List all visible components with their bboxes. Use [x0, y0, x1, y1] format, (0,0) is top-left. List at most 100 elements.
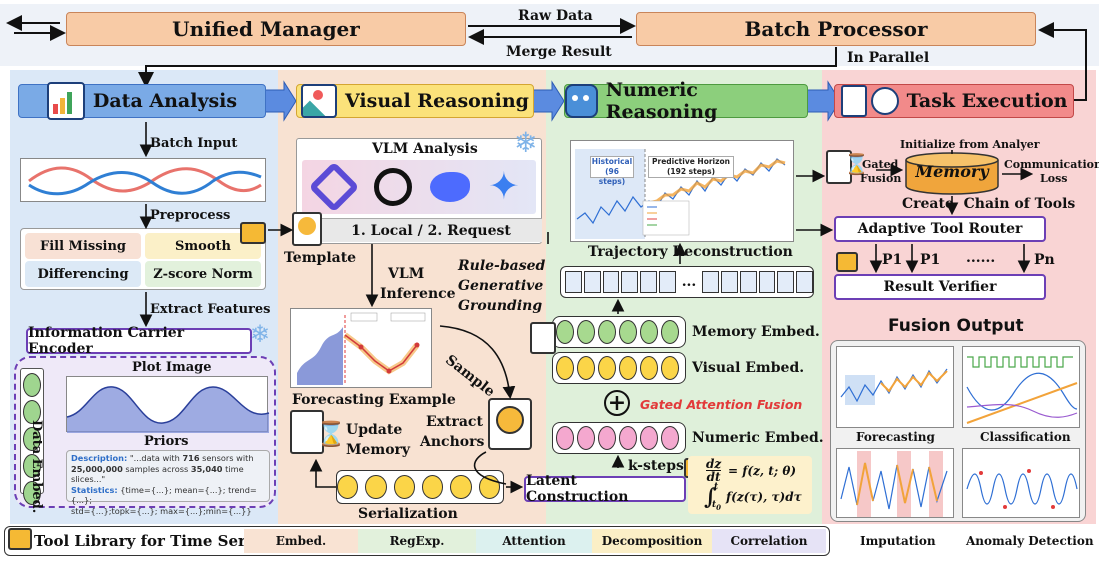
historical-steps: (96 steps)	[598, 167, 626, 186]
eq-integral-body: f(z(τ), τ)dτ	[726, 490, 802, 504]
tool-attention: Attention	[476, 529, 592, 553]
fill-missing-chip: Fill Missing	[25, 233, 141, 259]
tool-library-title: Tool Library for Time Series	[34, 532, 270, 550]
trajectory-label: Trajectory Reconstruction	[588, 244, 793, 260]
extract-features-label: Extract Features	[150, 302, 271, 317]
anchor-extractor-icon	[488, 398, 532, 450]
assistant-icon	[870, 87, 899, 115]
openai-logo-icon	[374, 168, 412, 206]
adaptive-tool-router-box: Adaptive Tool Router	[834, 216, 1046, 242]
description-key: Description:	[71, 453, 128, 463]
in-parallel-label: In Parallel	[847, 50, 930, 66]
result-verifier-box: Result Verifier	[834, 274, 1046, 300]
memory-embed-label: Memory Embed.	[692, 324, 820, 340]
raw-data-label: Raw Data	[518, 8, 593, 24]
memory-embed-row	[552, 316, 686, 348]
tool-regexp: RegExp.	[358, 529, 476, 553]
data-analysis-icon	[46, 82, 85, 120]
vlm-inference-label-1: VLM	[388, 266, 425, 282]
eq-integral-lower: t0	[712, 500, 721, 512]
vlm-inference-label-2: Inference	[380, 286, 456, 302]
gated-attention-fusion-label: Gated Attention Fusion	[640, 397, 803, 412]
extract-anchors-label-2: Anchors	[420, 434, 485, 450]
token-row: ...	[560, 266, 814, 298]
plot-image-thumb	[66, 376, 270, 433]
latent-construction-box: Latent Construction	[524, 473, 686, 505]
comm-loss-label-2: Loss	[1040, 172, 1068, 185]
serialization-bar	[336, 470, 504, 504]
token-ellipsis: ...	[681, 274, 697, 290]
unified-manager-box: Unified Manager	[66, 12, 466, 46]
checklist-icon	[840, 85, 867, 117]
encoder-box: Information Carrier Encoder	[26, 325, 252, 357]
eq-integral-upper: t	[714, 482, 719, 492]
create-chain-label: Create Chain of Tools	[902, 196, 1076, 212]
statistics-key: Statistics:	[71, 484, 118, 495]
picture-icon	[301, 84, 337, 118]
stage-numeric-reasoning: Numeric Reasoning	[564, 79, 808, 123]
batch-processor-box: Batch Processor	[636, 12, 1036, 46]
anomaly-detection-label: Anomaly Detection	[966, 534, 1094, 548]
numeric-embed-row	[552, 422, 686, 454]
serialization-label: Serialization	[358, 506, 458, 522]
merge-result-label: Merge Result	[506, 44, 612, 60]
local-request-bar: 1. Local / 2. Request	[320, 218, 542, 242]
database-icon	[290, 410, 324, 454]
extract-anchors-label-1: Extract	[426, 414, 483, 430]
forecasting-example-label: Forecasting Example	[292, 392, 456, 408]
historical-title: Historical	[591, 157, 633, 166]
tool-embed: Embed.	[244, 529, 358, 553]
numeric-embed-label: Numeric Embed.	[692, 430, 824, 446]
stage-task-execution: Task Execution	[834, 84, 1074, 118]
priors-box: Description: "...data with 716 sensors w…	[66, 450, 270, 516]
stage-visual-reasoning: Visual Reasoning	[296, 84, 534, 118]
path-p1-label-a: P1	[882, 252, 903, 268]
historical-tag: Historical (96 steps)	[590, 156, 634, 186]
robot-icon	[565, 84, 598, 118]
visual-embed-row	[552, 352, 686, 384]
stage-title-numeric-reasoning: Numeric Reasoning	[605, 79, 718, 123]
doc-hourglass-icon-task	[826, 150, 852, 184]
rule-based-label: Rule-based	[458, 258, 546, 274]
grounding-label: Grounding	[458, 298, 543, 314]
hourglass-icon-update: ⌛	[316, 420, 346, 448]
update-memory-label-2: Memory	[346, 442, 411, 458]
forecasting-thumb	[836, 346, 954, 428]
statistics-line-2: std={...};topk={...}; max={...};min={...…	[71, 505, 252, 516]
memory-label: Memory	[915, 162, 989, 181]
plot-image-label: Plot Image	[132, 360, 212, 375]
path-pn-label: Pn	[1034, 252, 1055, 268]
description-samples: 25,000,000	[71, 463, 123, 474]
description-part-2: sensors with	[199, 453, 254, 463]
data-embed-column	[20, 368, 44, 505]
imputation-thumb	[836, 448, 954, 518]
fusion-output-title: Fusion Output	[888, 316, 1024, 336]
stage-title-data-analysis: Data Analysis	[92, 90, 238, 112]
update-memory-label-1: Update	[346, 422, 403, 438]
init-from-analyser-label: Initialize from Analyer	[900, 138, 1040, 151]
forecasting-example-plot	[290, 308, 432, 388]
hourglass-icon-task: ⌛	[844, 152, 869, 176]
batch-input-plot	[20, 158, 266, 202]
preprocess-label: Preprocess	[150, 208, 231, 223]
forecasting-label: Forecasting	[856, 430, 935, 444]
stage-title-task-execution: Task Execution	[906, 90, 1068, 112]
path-p1-label-b: P1	[920, 252, 941, 268]
eq-derivative-numerator: dz	[706, 457, 722, 471]
vlm-logos-strip: ✦	[302, 160, 536, 214]
eq-integral-lower-t: t	[712, 500, 717, 510]
eq-derivative-denominator: dt	[706, 470, 721, 484]
stage-title-visual-reasoning: Visual Reasoning	[345, 90, 529, 112]
classification-label: Classification	[980, 430, 1071, 444]
tool-decomposition: Decomposition	[592, 529, 712, 553]
description-sensors: 716	[182, 453, 200, 463]
toolkit-icon-router	[836, 252, 858, 272]
predictive-tag: Predictive Horizon (192 steps)	[648, 156, 734, 178]
ode-equation-box: dz dt = f(z, t; θ) ∫ t t0 f(z(τ), τ)dτ	[688, 456, 812, 514]
gemini-logo-icon: ✦	[488, 164, 520, 208]
description-part-3: samples across	[122, 463, 191, 474]
toolkit-icon-library	[8, 528, 32, 550]
template-label: Template	[284, 250, 357, 266]
